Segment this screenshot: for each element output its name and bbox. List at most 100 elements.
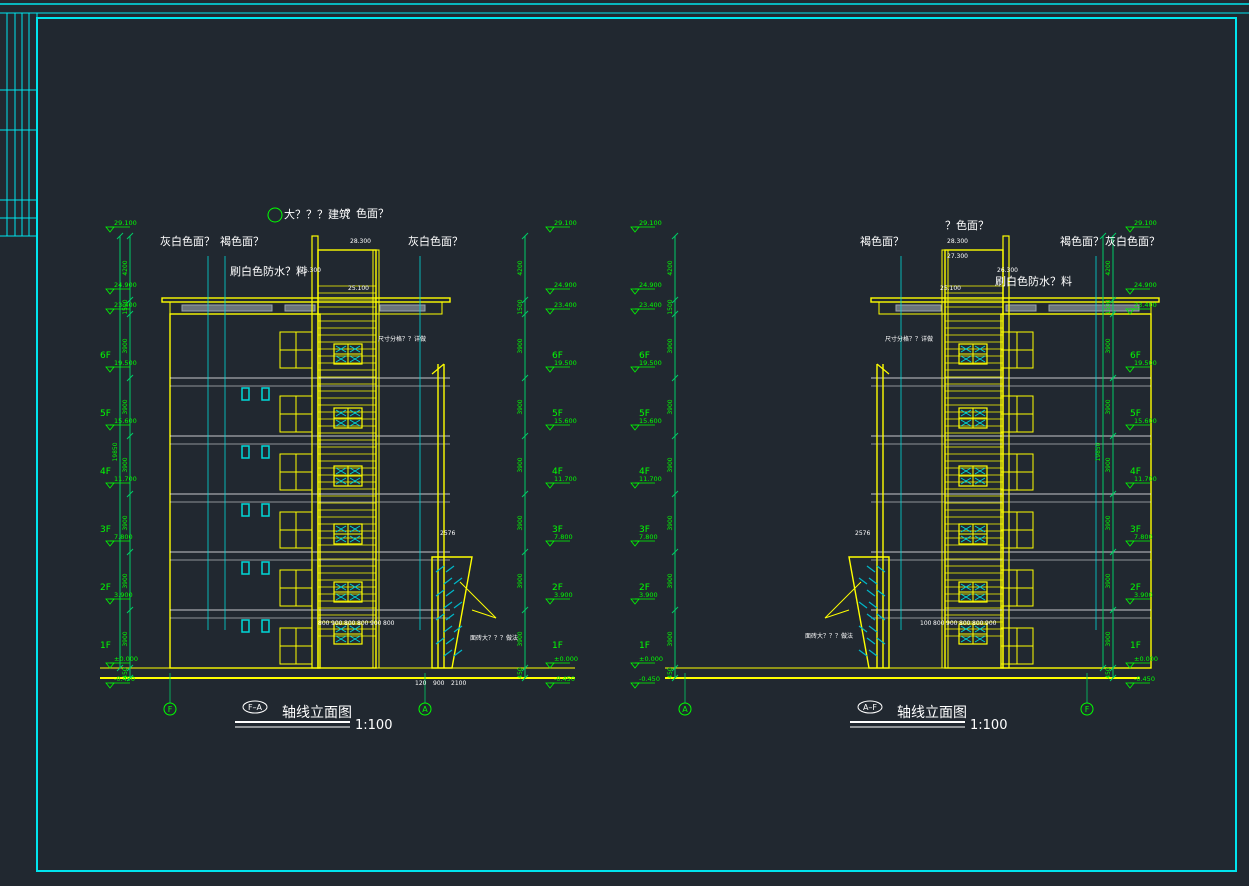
axis-bubble xyxy=(163,702,177,716)
stair-pier xyxy=(311,235,319,669)
elevation-right: 24.900 xyxy=(639,281,662,289)
floor-label: 6F xyxy=(100,351,111,361)
glass-hatch xyxy=(349,419,361,427)
floor-label: 6F xyxy=(552,351,563,361)
canopy-glass xyxy=(445,589,455,597)
note-n3: 灰白色面？ xyxy=(160,234,215,248)
elevation-right-marker xyxy=(630,288,640,295)
dim-col-a-tick xyxy=(1109,374,1117,382)
dim-col-b-value: 4200 xyxy=(517,260,524,275)
glass-hatch xyxy=(974,419,986,427)
canopy-glass xyxy=(435,565,445,573)
glass-hatch xyxy=(960,535,972,543)
stair-tower xyxy=(944,249,1004,669)
elevation-right-marker xyxy=(545,662,555,669)
title-axes: F–A xyxy=(248,703,263,712)
canopy-glass xyxy=(858,649,868,657)
elevation-left-marker xyxy=(1125,662,1135,669)
stair-tower-edge xyxy=(372,249,380,669)
dim-col-total-tick xyxy=(1099,664,1107,672)
dim-col-a-tick xyxy=(126,374,134,382)
dim-col-b-tick xyxy=(671,674,679,682)
note-n4: 褐色面？ xyxy=(220,234,264,248)
mark: 28.300 xyxy=(947,238,968,245)
canopy-glass xyxy=(445,613,455,621)
dim-col-total-tick xyxy=(116,664,124,672)
roof-vent-strip xyxy=(284,304,316,312)
canopy-glass xyxy=(866,589,876,597)
bottom-dim: 900 xyxy=(946,620,958,627)
entrance-canopy xyxy=(431,556,473,669)
roof-band xyxy=(878,301,1152,315)
floor-label: 5F xyxy=(639,409,650,419)
glass-hatch xyxy=(349,535,361,543)
bottom-dim-2: 120 xyxy=(415,680,427,687)
glass-hatch xyxy=(974,477,986,485)
dim-col-a-value: 3900 xyxy=(122,399,129,414)
glass-hatch xyxy=(974,535,986,543)
canopy-glass xyxy=(868,601,878,609)
note-n5: 刷白色防水？料 xyxy=(995,274,1072,288)
glass-hatch xyxy=(349,593,361,601)
glass-hatch xyxy=(349,583,361,591)
dim-col-a-value: 3900 xyxy=(122,573,129,588)
bottom-dim: 900 xyxy=(331,620,343,627)
floor-label: 1F xyxy=(552,641,563,651)
glass-hatch xyxy=(974,355,986,363)
dim-col-total-value: 19850 xyxy=(1095,442,1102,461)
dim-col-a-tick xyxy=(126,296,134,304)
floor-label: 4F xyxy=(1130,467,1141,477)
canopy-glass xyxy=(866,637,876,645)
dim-col-a-value: 3900 xyxy=(1105,631,1112,646)
bottom-dim: 800 xyxy=(383,620,395,627)
dim-col-b-tick xyxy=(521,674,529,682)
elevation-right-marker xyxy=(545,424,555,431)
canopy-glass xyxy=(445,565,455,573)
dim-col-b-tick xyxy=(521,374,529,382)
dim-col-a-value: 3900 xyxy=(1105,399,1112,414)
canopy-glass xyxy=(453,649,463,657)
elevation-right: ±0.000 xyxy=(554,655,578,663)
roof-vent-strip xyxy=(1048,304,1140,312)
dim-col-a-value: 3900 xyxy=(1105,457,1112,472)
glass-hatch xyxy=(335,355,347,363)
glass-hatch xyxy=(974,467,986,475)
elevation-left: 11.700 xyxy=(114,475,137,483)
elevation-right: 19.500 xyxy=(639,359,662,367)
elevation-right-marker xyxy=(630,682,640,689)
glass-hatch xyxy=(974,593,986,601)
elevation-right: 15.600 xyxy=(639,417,662,425)
elevation-right: 29.100 xyxy=(639,219,662,227)
elevation-left: 24.900 xyxy=(114,281,137,289)
elevation-right: -0.450 xyxy=(639,675,660,683)
elevation-left-marker xyxy=(105,662,115,669)
bottom-dim: 800 xyxy=(933,620,945,627)
roof-vent-strip xyxy=(1005,304,1037,312)
elevation-right-marker xyxy=(630,540,640,547)
glass-hatch xyxy=(349,467,361,475)
dim-col-a-tick xyxy=(126,664,134,672)
note-n2: 褐色面？ xyxy=(860,234,904,248)
view-title: 轴线立面图 xyxy=(282,705,352,721)
note-n1: 大？？？建筑 xyxy=(284,207,350,221)
small-window xyxy=(241,561,250,575)
elevation-left-marker xyxy=(105,598,115,605)
dim-col-b-value: 3900 xyxy=(667,399,674,414)
title-axes-bubble xyxy=(242,700,268,714)
canopy-brace xyxy=(459,581,497,619)
dim-col-a-value: 3900 xyxy=(122,457,129,472)
elevation-left-marker xyxy=(1125,424,1135,431)
canopy-brace xyxy=(471,609,497,619)
elevation-right: 29.100 xyxy=(554,219,577,227)
note-n5: 刷白色防水？料 xyxy=(230,264,307,278)
dim-col-b-value: 3900 xyxy=(667,515,674,530)
elevation-right: ±0.000 xyxy=(639,655,663,663)
dim-col-a-tick xyxy=(126,232,134,240)
dim-col-b-value: 450 xyxy=(667,667,674,679)
glass-hatch xyxy=(960,583,972,591)
elevation-left-marker xyxy=(1125,482,1135,489)
floor-label: 2F xyxy=(1130,583,1141,593)
canopy-brace xyxy=(824,609,850,619)
stair-dim: 2576 xyxy=(440,530,455,537)
elevation-right-marker xyxy=(545,682,555,689)
